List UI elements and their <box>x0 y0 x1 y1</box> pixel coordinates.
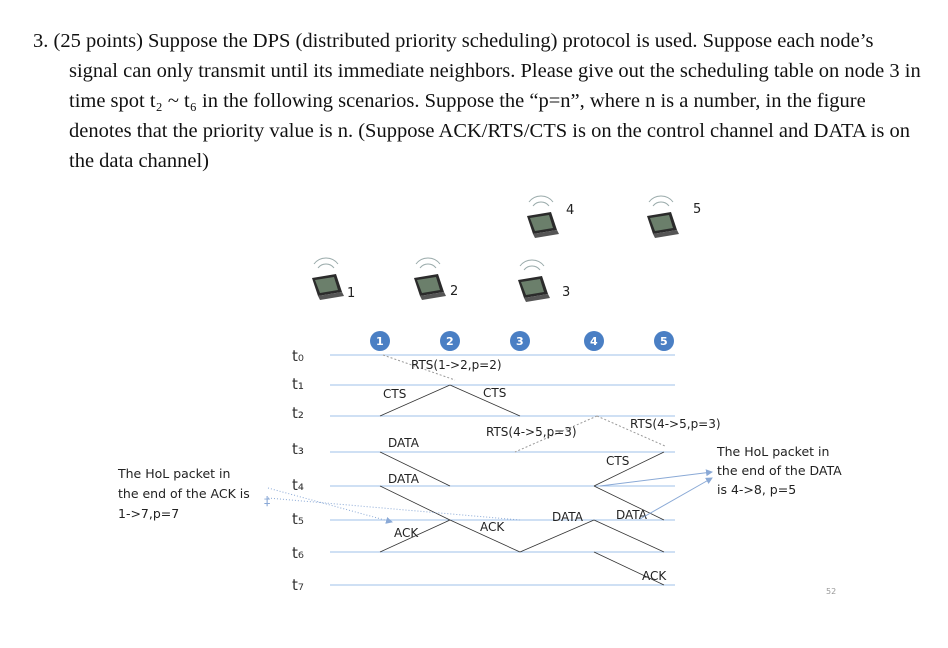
svg-text:1: 1 <box>347 286 355 301</box>
rts-lines <box>382 354 666 453</box>
svg-text:1: 1 <box>376 335 384 348</box>
msg-data-1: DATA <box>388 436 420 450</box>
svg-text:The HoL packet in: The HoL packet in <box>117 466 230 481</box>
topology-node-4: 4 <box>526 195 574 239</box>
topology-node-2: 2 <box>413 257 458 301</box>
msg-data-4: DATA <box>616 508 648 522</box>
msg-rts-4-5-b: RTS(4->5,p=3) <box>630 417 721 431</box>
svg-text:is 4->8, p=5: is 4->8, p=5 <box>717 482 796 497</box>
note-right: The HoL packet in the end of the DATA is… <box>716 444 842 497</box>
svg-text:2: 2 <box>446 335 454 348</box>
column-node-1: 1 <box>370 331 390 351</box>
column-node-4: 4 <box>584 331 604 351</box>
note-left: The HoL packet in the end of the ACK is … <box>117 466 250 521</box>
svg-text:The HoL packet in: The HoL packet in <box>716 444 829 459</box>
msg-rts-1-2: RTS(1->2,p=2) <box>411 358 502 372</box>
time-label-t3: t₃ <box>292 440 304 458</box>
svg-text:2: 2 <box>450 284 458 299</box>
callout-arrows <box>267 469 713 524</box>
time-label-t2: t₂ <box>292 404 304 422</box>
column-node-2: 2 <box>440 331 460 351</box>
msg-rts-4-5-a: RTS(4->5,p=3) <box>486 425 577 439</box>
msg-cts-node1: CTS <box>383 387 406 401</box>
time-label-t5: t₅ <box>292 510 304 528</box>
time-label-t1: t₁ <box>292 375 304 393</box>
question-body: Suppose the DPS (distributed priority sc… <box>69 30 921 172</box>
svg-text:5: 5 <box>693 202 701 217</box>
topology-node-1: 1 <box>311 257 355 301</box>
svg-text:the end of the DATA: the end of the DATA <box>717 463 842 478</box>
svg-text:3: 3 <box>516 335 524 348</box>
svg-text:4: 4 <box>566 203 574 218</box>
message-lines <box>379 384 665 586</box>
time-label-t0: t₀ <box>292 347 304 365</box>
column-node-3: 3 <box>510 331 530 351</box>
time-lines <box>330 354 675 586</box>
page-number: 52 <box>826 587 836 596</box>
svg-text:4: 4 <box>590 335 598 348</box>
question-points: (25 points) <box>53 30 143 52</box>
msg-cts-node3: CTS <box>483 386 506 400</box>
msg-ack-2: ACK <box>480 520 505 534</box>
topology-node-5: 5 <box>646 195 701 239</box>
time-label-t4: t₄ <box>292 476 304 494</box>
msg-ack-1: ACK <box>394 526 419 540</box>
msg-cts-4-5: CTS <box>606 454 629 468</box>
column-node-5: 5 <box>654 331 674 351</box>
svg-text:3: 3 <box>562 285 570 300</box>
question-number: 3. <box>33 30 49 52</box>
callout-marker: ‡ <box>264 493 270 508</box>
svg-text:the end of the ACK is: the end of the ACK is <box>118 486 250 501</box>
time-label-t7: t₇ <box>292 576 304 594</box>
question-text: 3. (25 points) Suppose the DPS (distribu… <box>33 26 923 176</box>
time-label-t6: t₆ <box>292 544 304 562</box>
msg-ack-3: ACK <box>642 569 667 583</box>
svg-text:5: 5 <box>660 335 668 348</box>
svg-text:1->7,p=7: 1->7,p=7 <box>118 506 179 521</box>
msg-data-2: DATA <box>388 472 420 486</box>
msg-data-3: DATA <box>552 510 584 524</box>
topology-node-3: 3 <box>517 259 570 303</box>
